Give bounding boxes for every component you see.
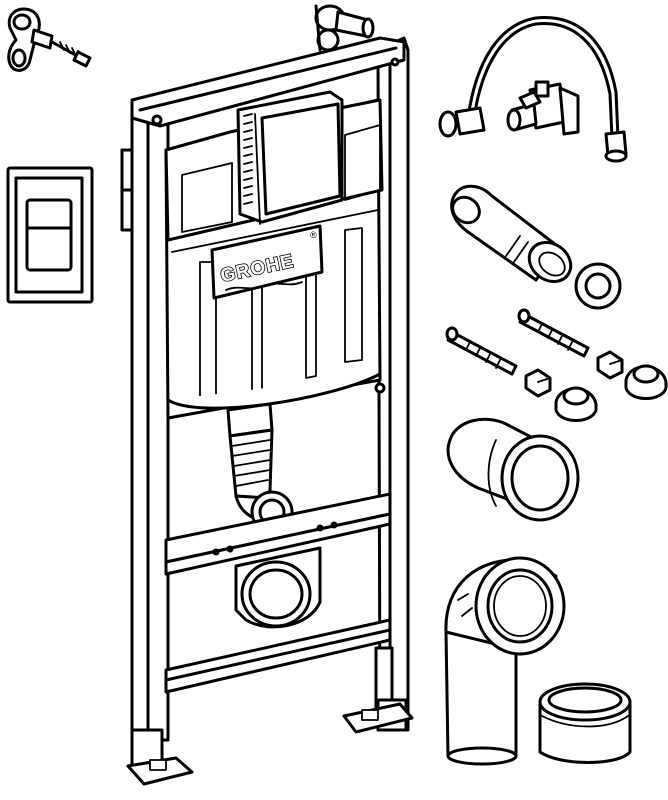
- connector-pipe: [448, 186, 579, 289]
- flush-pipe: [228, 404, 292, 532]
- hex-nut-b: [598, 352, 622, 378]
- sealing-ring: [576, 264, 620, 308]
- pan-connector: [448, 419, 578, 520]
- protective-cap: [540, 684, 630, 763]
- mounting-crossbar-upper: [166, 494, 390, 574]
- hex-nut-a: [526, 370, 550, 396]
- adjustable-foot-left: [128, 730, 192, 784]
- adjustable-foot-right: [344, 648, 412, 732]
- supply-hose: [440, 18, 626, 161]
- bend-pipe: [446, 558, 564, 764]
- cover-cap-b: [626, 366, 666, 399]
- flush-plate: [8, 168, 92, 302]
- mounting-crossbar-lower: [166, 620, 390, 692]
- cover-cap-a: [556, 388, 596, 421]
- mounting-bolt-b: [519, 310, 588, 356]
- angle-valve: [508, 82, 578, 134]
- cistern: GROHE ®: [166, 92, 382, 418]
- mounting-bolt-a: [447, 328, 516, 374]
- top-wall-anchors: [316, 6, 373, 50]
- brand-logo-registered-mark: ®: [310, 230, 317, 240]
- wall-hook-bracket: [9, 9, 90, 70]
- installation-frame: [122, 38, 408, 740]
- drain-bracket: [236, 548, 320, 627]
